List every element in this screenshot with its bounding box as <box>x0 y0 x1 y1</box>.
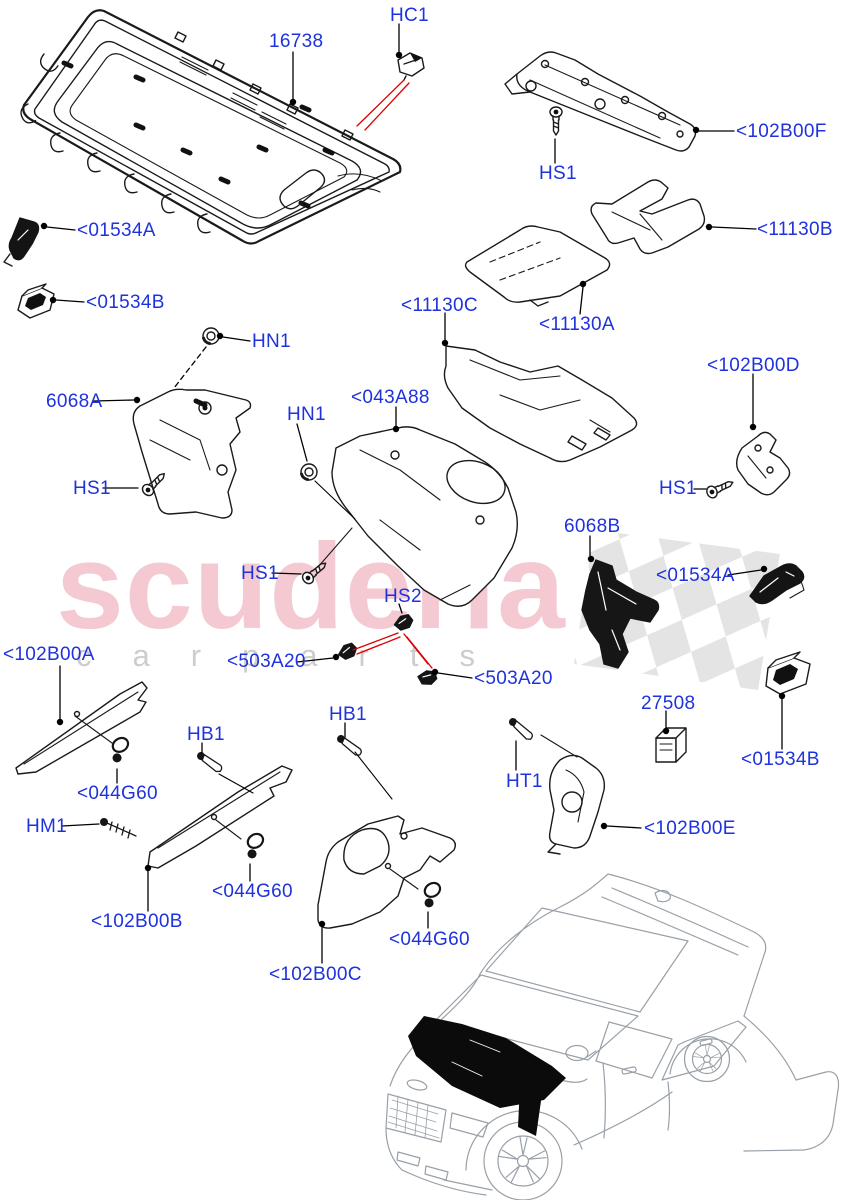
part-label-hn1-2[interactable]: HN1 <box>287 404 326 425</box>
part-insulator-102b00e <box>540 734 606 855</box>
pointer-highlight-lines <box>352 79 433 669</box>
fasteners <box>100 106 737 910</box>
part-label-27508[interactable]: 27508 <box>641 693 696 714</box>
part-label-01534b-right[interactable]: <01534B <box>741 749 820 770</box>
part-label-102b00a[interactable]: <102B00A <box>3 644 95 665</box>
leader-lines <box>46 23 783 964</box>
part-label-hs1-right[interactable]: HS1 <box>659 478 697 499</box>
part-label-503a20-left[interactable]: <503A20 <box>227 651 306 672</box>
part-label-hm1[interactable]: HM1 <box>26 816 68 837</box>
part-label-102b00e[interactable]: <102B00E <box>644 818 736 839</box>
part-label-11130c[interactable]: <11130C <box>401 295 478 316</box>
part-label-hn1-1[interactable]: HN1 <box>252 331 291 352</box>
part-label-102b00c[interactable]: <102B00C <box>269 964 362 985</box>
part-label-hs2[interactable]: HS2 <box>384 586 422 607</box>
part-box-27508 <box>655 727 687 763</box>
part-label-hs1-mid[interactable]: HS1 <box>241 563 279 584</box>
part-label-hs1-left[interactable]: HS1 <box>73 478 111 499</box>
part-label-043a88[interactable]: <043A88 <box>351 387 430 408</box>
part-clip-01534b-left <box>17 283 55 319</box>
part-clip-01534b-right <box>765 651 811 695</box>
part-cowl-panel-6068b <box>581 559 660 669</box>
part-bracket-01534a-right <box>749 563 805 605</box>
part-hood-insulator-16738 <box>18 9 402 245</box>
part-label-11130b[interactable]: <11130B <box>757 219 833 240</box>
part-insulator-102b00a <box>15 681 148 775</box>
vehicle-grille <box>385 1079 447 1143</box>
vehicle-illustration <box>385 873 840 1200</box>
part-label-hb1-right[interactable]: HB1 <box>329 704 367 725</box>
part-label-hb1-left[interactable]: HB1 <box>187 724 225 745</box>
part-bracket-102b00d <box>735 431 791 496</box>
part-label-044g60-1[interactable]: <044G60 <box>77 783 158 804</box>
part-label-16738[interactable]: 16738 <box>269 31 324 52</box>
part-label-6068b[interactable]: 6068B <box>564 516 621 537</box>
part-label-11130a[interactable]: <11130A <box>539 314 615 335</box>
part-label-102b00b[interactable]: <102B00B <box>91 911 183 932</box>
part-label-hs1-top[interactable]: HS1 <box>539 163 577 184</box>
part-label-01534a-right[interactable]: <01534A <box>656 565 735 586</box>
part-label-503a20-right[interactable]: <503A20 <box>474 668 553 689</box>
part-bracket-102b00f <box>504 51 697 152</box>
vehicle-rear-wheel <box>669 1035 747 1083</box>
leader-dots <box>40 51 786 928</box>
part-clip-hc1 <box>397 52 425 81</box>
bolt-hm1 <box>100 818 137 839</box>
part-label-hc1[interactable]: HC1 <box>390 5 429 26</box>
part-bracket-01534a-left <box>3 217 40 267</box>
part-insulator-102b00b <box>147 765 293 869</box>
part-heatshield-11130a <box>464 225 611 307</box>
part-label-ht1[interactable]: HT1 <box>506 771 543 792</box>
part-label-102b00d[interactable]: <102B00D <box>707 355 800 376</box>
vehicle-highlighted-hood-area <box>408 1016 566 1136</box>
part-label-044g60-3[interactable]: <044G60 <box>389 929 470 950</box>
part-label-102b00f[interactable]: <102B00F <box>736 121 827 142</box>
part-label-044g60-2[interactable]: <044G60 <box>212 881 293 902</box>
watermark-subbrand-text: carparts <box>76 638 516 673</box>
part-label-01534b-left[interactable]: <01534B <box>86 292 165 313</box>
part-insulator-102b00c <box>317 815 457 929</box>
part-heatshield-11130b <box>590 179 706 255</box>
part-cowl-panel-6068a <box>132 388 252 519</box>
part-label-01534a-left[interactable]: <01534A <box>77 220 156 241</box>
part-dash-panel-043a88 <box>317 426 519 607</box>
part-label-6068a[interactable]: 6068A <box>46 391 103 412</box>
part-heatshield-11130c <box>443 345 638 463</box>
